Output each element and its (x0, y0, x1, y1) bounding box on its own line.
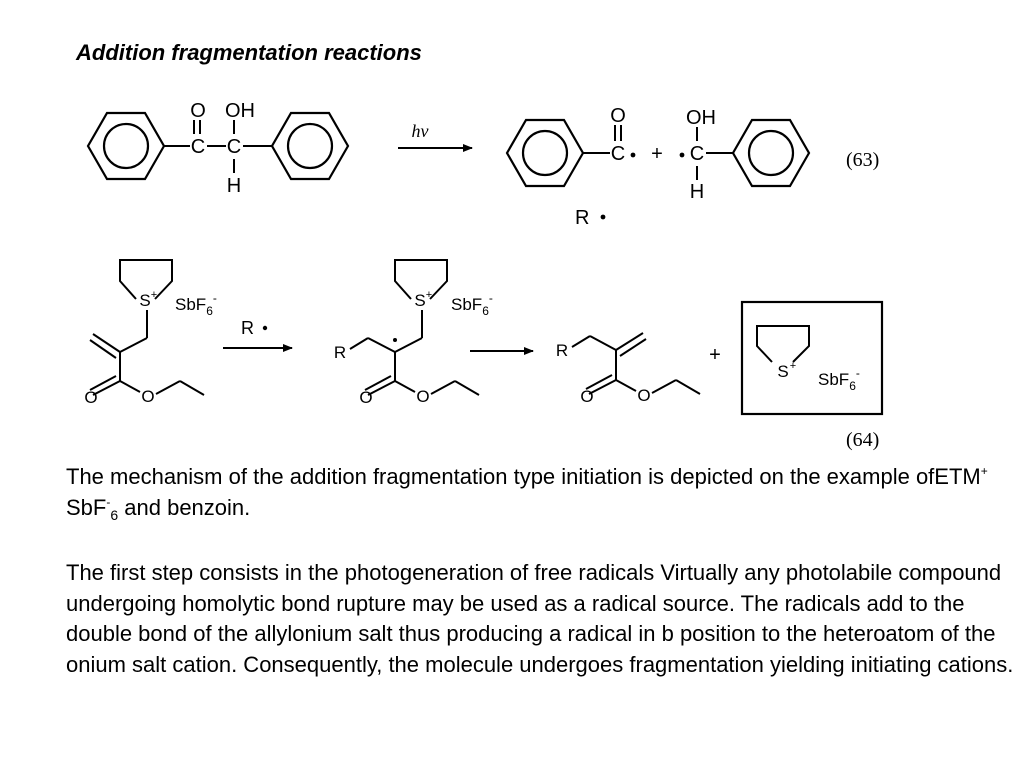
charge-label: + (426, 289, 432, 301)
atom-label: H (690, 181, 704, 203)
atom-label: O (359, 388, 372, 407)
hv-label: hν (412, 121, 429, 141)
reaction-63: C O C OH H hν C O + C (86, 100, 879, 229)
atom-label: S (414, 291, 425, 310)
radical-r-label: R (575, 207, 589, 229)
benzene-ring (505, 118, 585, 188)
paragraph-text: The mechanism of the addition fragmentat… (66, 464, 981, 489)
atom-label: OH (225, 100, 255, 122)
atom-label: S (777, 362, 788, 381)
radical-r-label: R (241, 318, 254, 338)
radical-dot (630, 152, 636, 158)
boxed-sulfonium-cation: S + SbF6- (740, 300, 884, 416)
radical-dot (262, 325, 268, 331)
equation-number-64: (64) (846, 429, 879, 451)
atom-label: O (610, 105, 626, 127)
atom-label: H (227, 175, 241, 197)
atom-label: O (637, 386, 650, 405)
charge-label: + (790, 360, 796, 372)
paragraph-mechanism: The mechanism of the addition fragmentat… (66, 462, 1016, 523)
atom-label: C (611, 143, 625, 165)
etm-salt-structure: S + O O SbF6- (84, 259, 217, 407)
atom-label: C (191, 136, 205, 158)
counterion-label: SbF6- (175, 291, 217, 318)
radical-dot (393, 338, 397, 342)
atom-label: O (190, 100, 206, 122)
reaction-scheme: C O C OH H hν C O + C (84, 100, 884, 451)
highlight-box (740, 300, 884, 416)
atom-label: S (139, 291, 150, 310)
atom-label: O (141, 387, 154, 406)
radical-intermediate-structure: S + R O O SbF6- (334, 259, 493, 407)
benzoyl-radical: C O (505, 105, 636, 188)
slide-title: Addition fragmentation reactions (76, 40, 422, 65)
atom-label: O (84, 388, 97, 407)
benzene-ring (270, 111, 350, 181)
charge-label: + (151, 289, 157, 301)
reaction-64: S + O O SbF6- R S + (84, 259, 884, 451)
equation-number-63: (63) (846, 149, 879, 171)
atom-label: O (416, 387, 429, 406)
hydroxybenzyl-radical: C OH H (679, 107, 811, 203)
paragraph-text: and benzoin. (118, 494, 251, 520)
counterion-label: SbF6- (451, 291, 493, 318)
benzoin-structure: C O C OH H (86, 100, 350, 197)
atom-label: R (556, 341, 568, 360)
etm-charge: + (980, 464, 988, 478)
atom-label: C (690, 143, 704, 165)
plus-sign: + (651, 143, 663, 165)
plus-sign: + (709, 344, 721, 366)
benzene-ring (86, 111, 166, 181)
salt-subscript: 6 (110, 506, 119, 523)
paragraph-first-step: The first step consists in the photogene… (66, 560, 1014, 677)
benzene-ring (731, 118, 811, 188)
atom-label: O (580, 387, 593, 406)
radical-dot (600, 214, 606, 220)
radical-dot (679, 152, 685, 158)
product-ester-structure: R O O (556, 332, 701, 406)
atom-label: OH (686, 107, 716, 129)
salt-formula: SbF (66, 494, 107, 520)
salt-charge: - (106, 494, 111, 509)
atom-label: C (227, 136, 241, 158)
atom-label: R (334, 343, 346, 362)
counterion-label: SbF6- (818, 366, 860, 393)
